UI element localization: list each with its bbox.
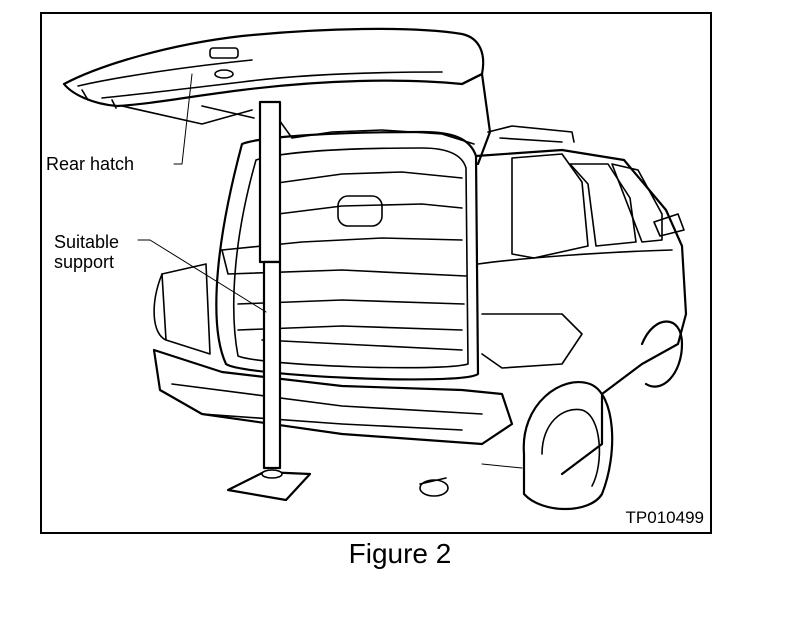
- suitable-support-label-line1: Suitable: [54, 232, 120, 252]
- suitable-support-label-line2: support: [54, 252, 115, 272]
- vehicle-body-drawing: [152, 125, 688, 511]
- image-reference-code: TP010499: [625, 508, 704, 527]
- suitable-support-label: Suitable support: [54, 232, 119, 272]
- rear-hatch-drawing: [62, 27, 492, 166]
- support-pole-drawing: [137, 100, 312, 502]
- figure-frame: Rear hatch Suitable support TP010499: [40, 12, 712, 534]
- rear-hatch-label: Rear hatch: [46, 154, 135, 174]
- figure-caption: Figure 2: [348, 538, 452, 569]
- suv-rear-hatch-illustration: [62, 27, 688, 511]
